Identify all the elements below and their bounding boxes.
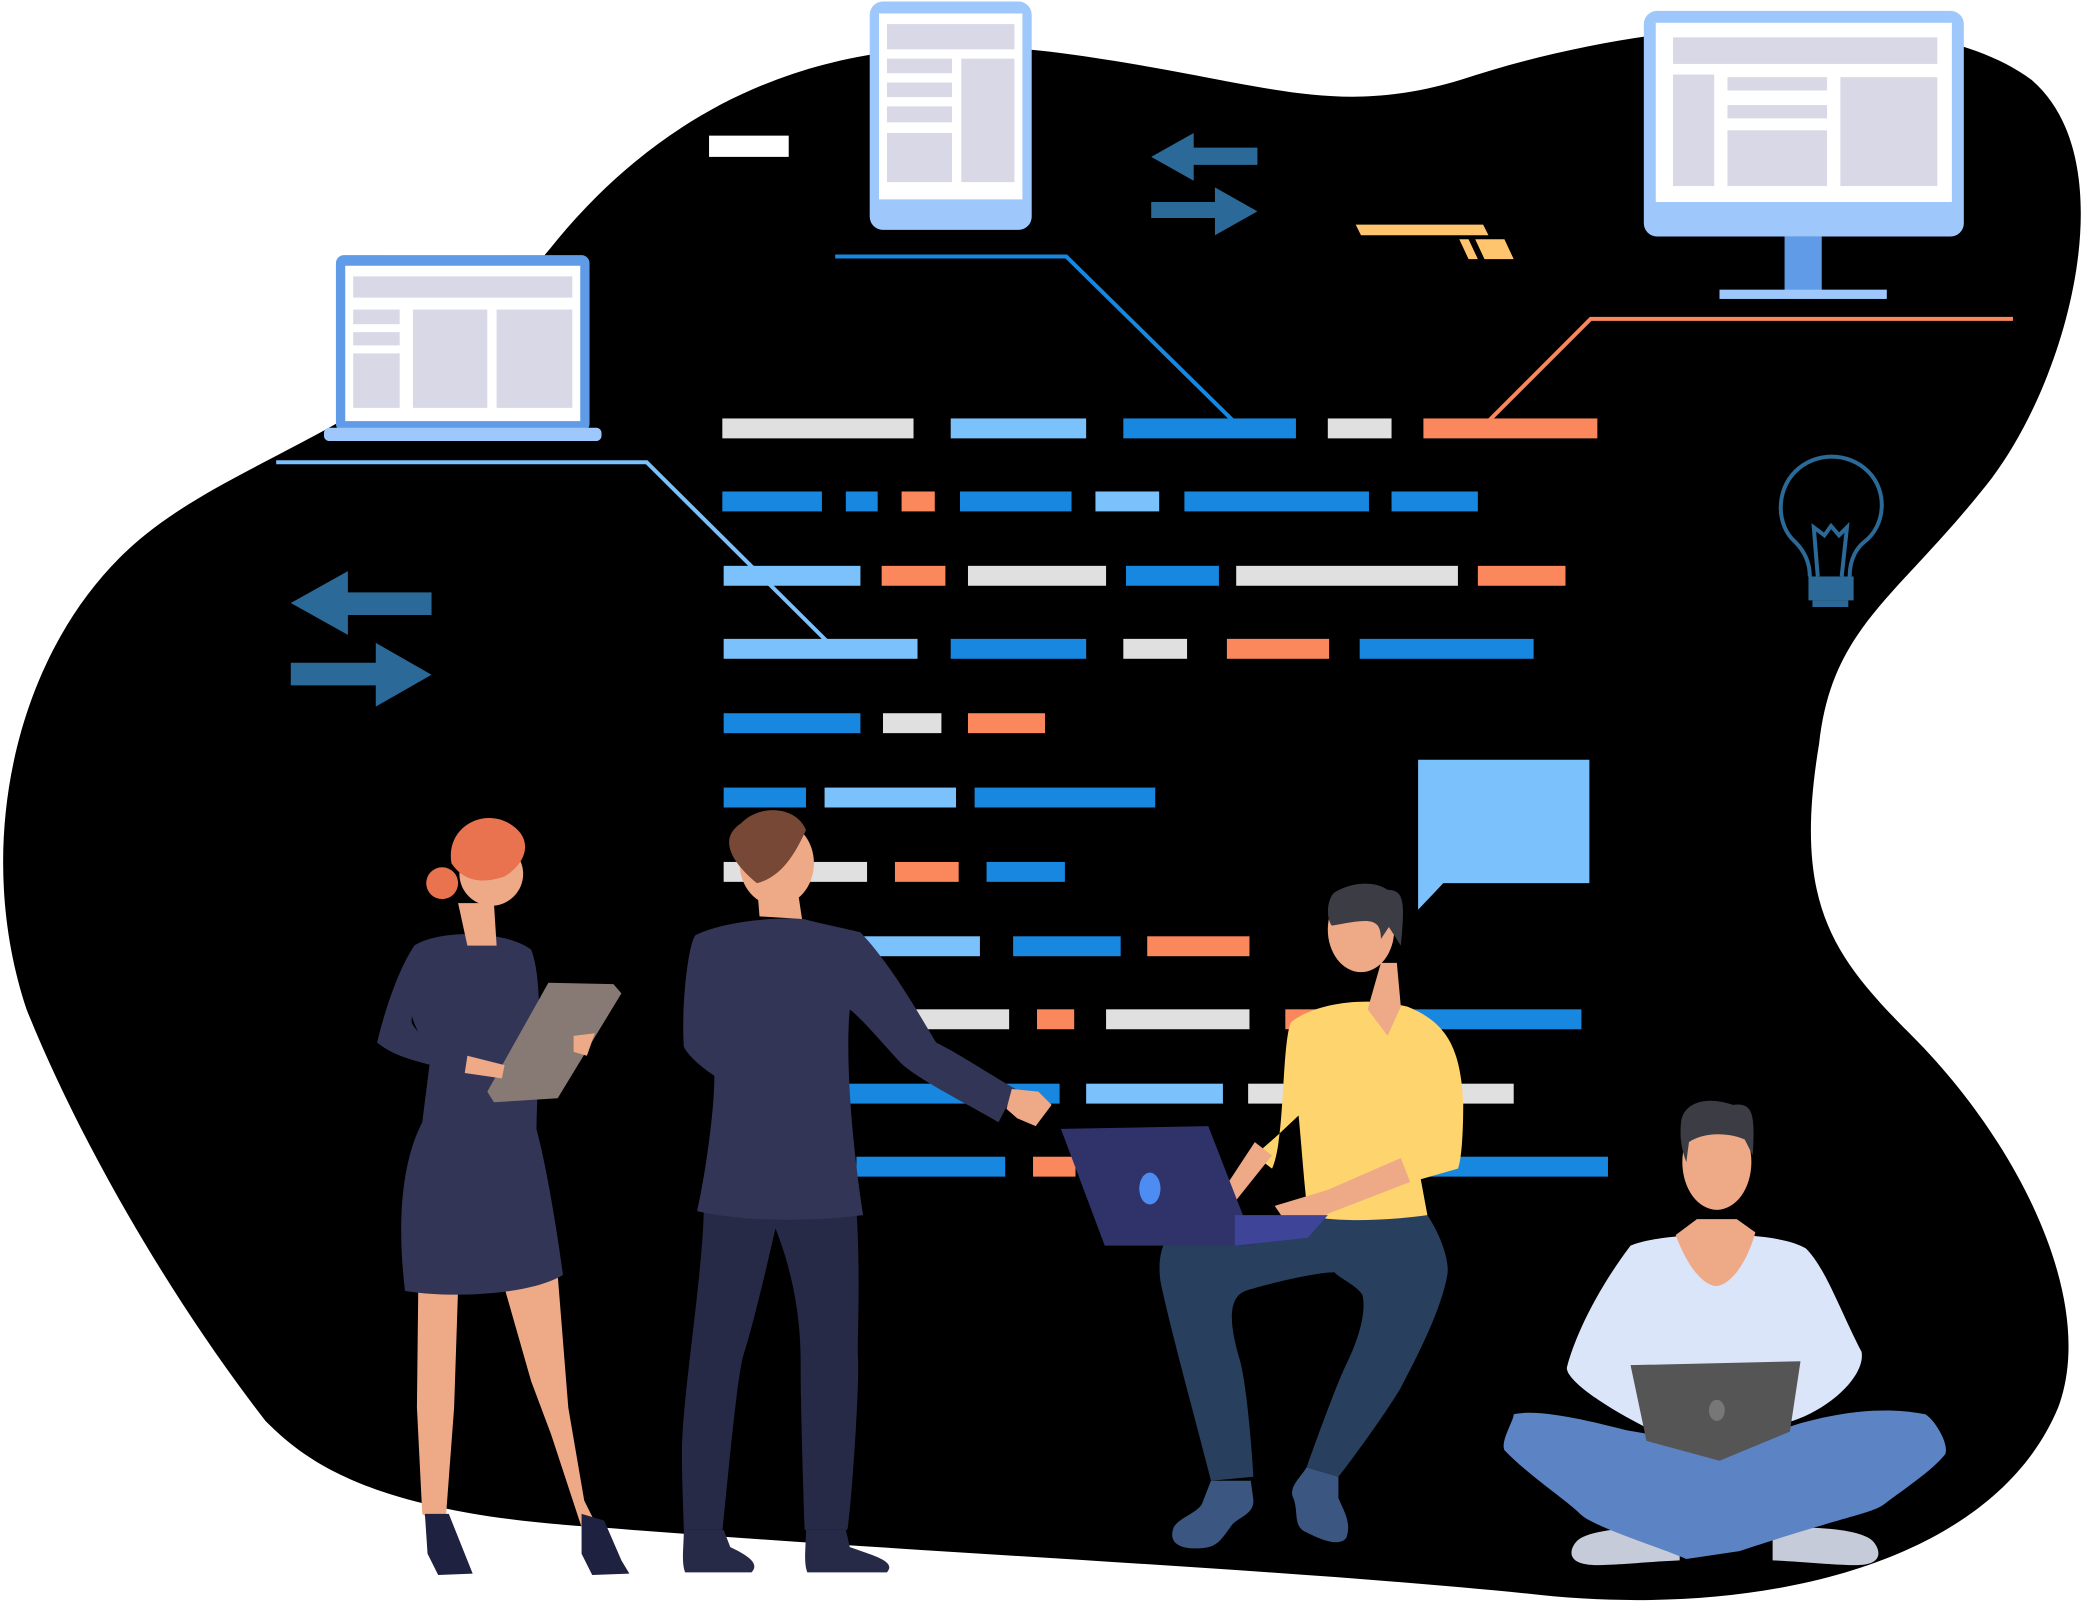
code-bar (1391, 491, 1478, 512)
man-cross-legged-with-laptop (1503, 1100, 1946, 1566)
code-bars (722, 418, 1608, 1177)
code-bar (1125, 565, 1219, 586)
code-bar (1226, 638, 1330, 659)
code-bar (967, 713, 1045, 734)
code-bar (1033, 1156, 1076, 1177)
code-bar (950, 418, 1087, 439)
code-bar (722, 418, 914, 439)
code-bar (1086, 1083, 1223, 1104)
code-bar (882, 713, 942, 734)
code-bar (916, 1009, 1010, 1030)
code-bar (1184, 491, 1369, 512)
code-bar (1123, 638, 1188, 659)
code-bar (722, 491, 822, 512)
code-bar (1123, 418, 1296, 439)
speech-bubble-icon (1418, 759, 1590, 910)
desktop-monitor-icon (1643, 10, 1964, 299)
swap-arrows-icon (1151, 132, 1258, 236)
code-bar (960, 491, 1072, 512)
code-bar (723, 638, 918, 659)
woman-with-tablet (377, 817, 630, 1575)
code-bar (723, 787, 806, 808)
code-bar (1359, 638, 1534, 659)
code-bar (1407, 1009, 1582, 1030)
swap-arrows-icon (290, 571, 432, 707)
code-bar (824, 787, 957, 808)
code-bar (986, 861, 1065, 882)
lightbulb-icon (1778, 454, 1884, 608)
code-bar (881, 565, 946, 586)
code-bar (974, 787, 1156, 808)
code-bar (1013, 936, 1121, 957)
code-bar (1477, 565, 1566, 586)
code-bar (1037, 1009, 1075, 1030)
code-bar (863, 936, 980, 957)
code-bar (1236, 565, 1458, 586)
code-bar (845, 491, 878, 512)
man-presenting (681, 810, 1052, 1573)
code-bar (894, 861, 959, 882)
code-bar (901, 491, 935, 512)
code-bar (1423, 418, 1598, 439)
code-bar (1106, 1009, 1250, 1030)
code-bar (1095, 491, 1160, 512)
code-bar (723, 713, 861, 734)
code-bar (856, 1156, 1006, 1177)
man-sitting-with-laptop (1060, 883, 1464, 1549)
code-bar (950, 638, 1087, 659)
laptop-icon (323, 255, 602, 442)
faint-bar (709, 135, 789, 157)
code-bar (723, 565, 861, 586)
code-bar (1327, 418, 1392, 439)
code-bar (1147, 936, 1250, 957)
connector-line (835, 254, 1237, 424)
tablet-icon (869, 1, 1032, 230)
decorative-stripes (1355, 224, 1514, 260)
code-bar (967, 565, 1107, 586)
connector-line (1485, 316, 2013, 424)
